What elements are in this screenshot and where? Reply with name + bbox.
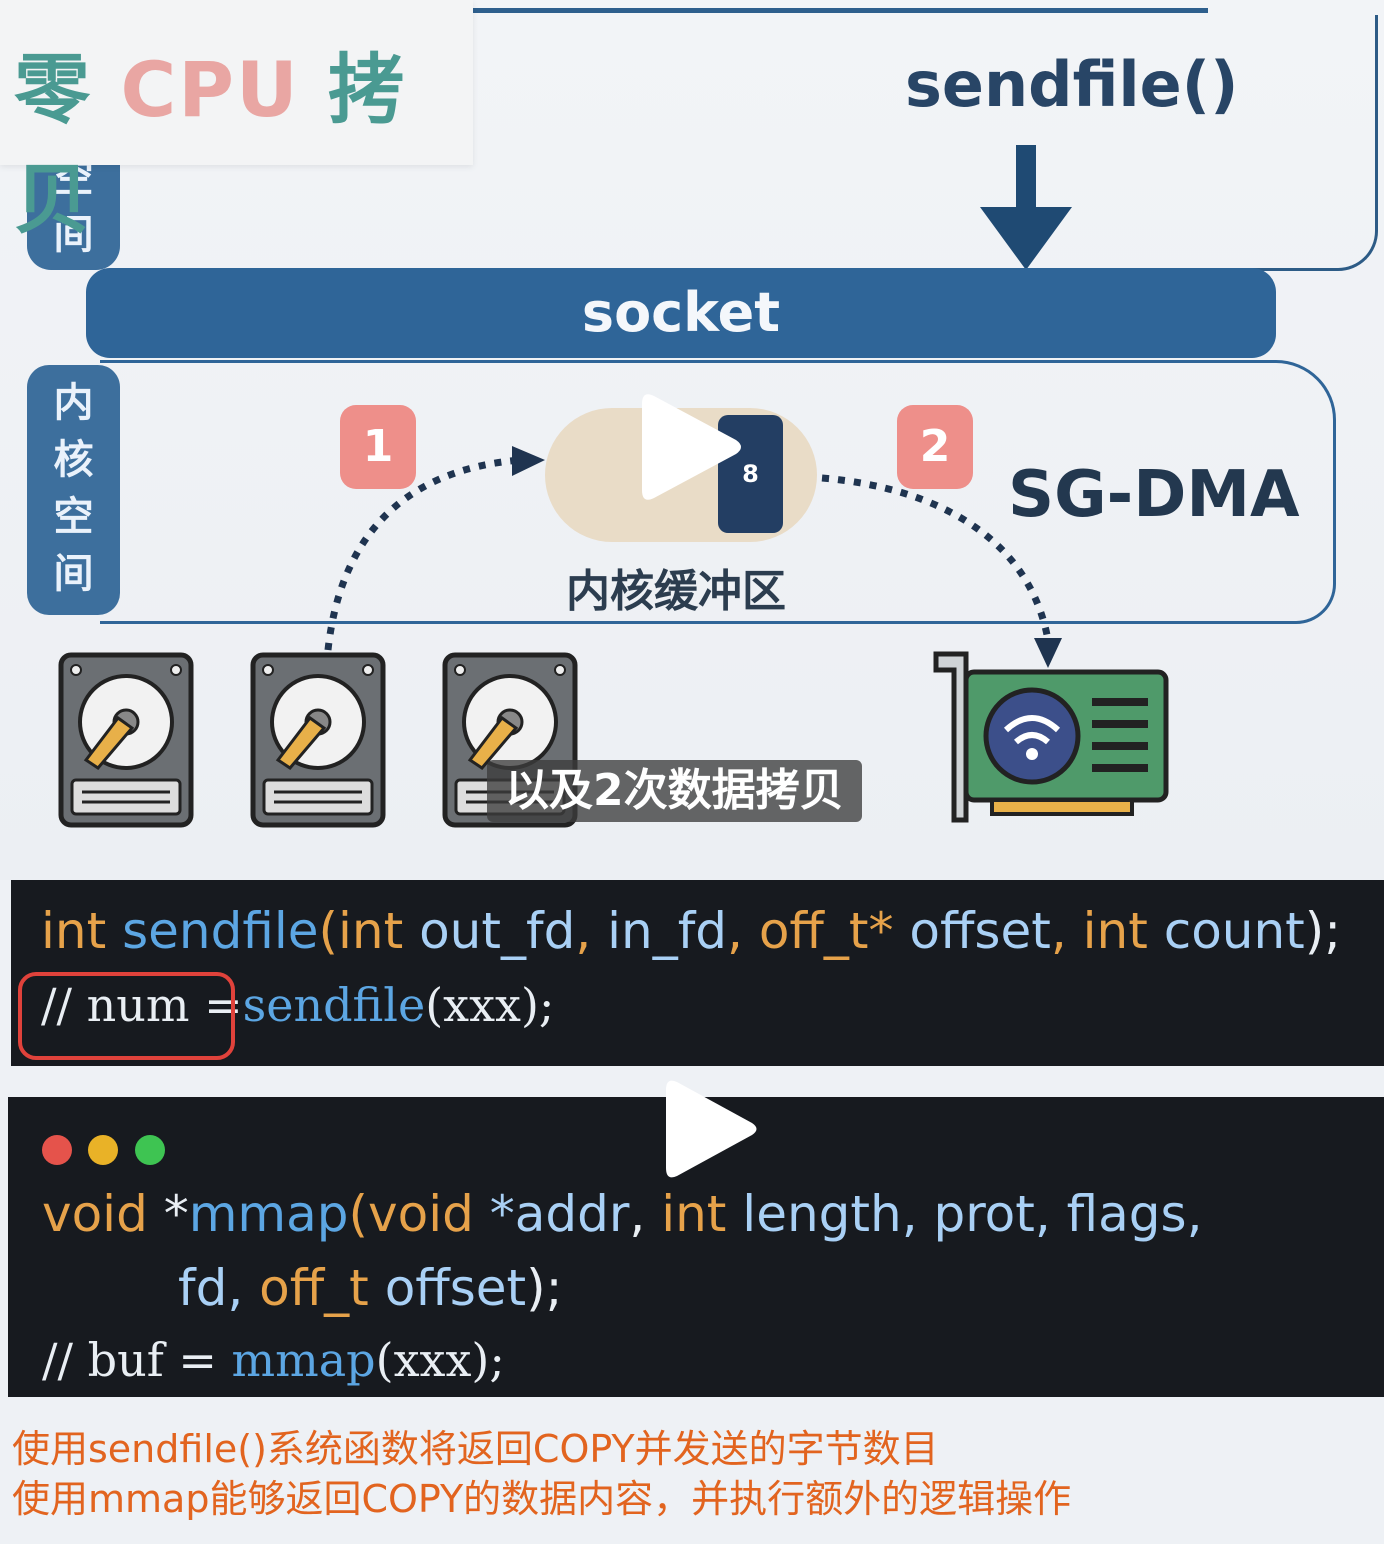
code-token: mmap — [231, 1333, 376, 1387]
code-token: offset — [368, 1259, 527, 1317]
step-1-badge: 1 — [340, 405, 416, 489]
kernel-space-char: 内 — [53, 380, 94, 426]
code-token: ( — [348, 1185, 369, 1243]
code-token: int — [338, 902, 404, 960]
sendfile-code-block: int sendfile(int out_fd, in_fd, off_t* o… — [11, 880, 1384, 1066]
code-token: count — [1147, 902, 1305, 960]
code-token: off_t* — [758, 902, 894, 960]
user-space-top-border — [473, 8, 1208, 13]
mmap-signature-line-1: void *mmap(void *addr, int length, prot,… — [42, 1185, 1202, 1243]
code-token: int — [41, 902, 107, 960]
code-token: fd, — [178, 1259, 260, 1317]
data-flow-arrows — [324, 446, 1062, 668]
sg-dma-label: SG-DMA — [1008, 458, 1300, 532]
code-token: ); — [1304, 902, 1342, 960]
mmap-code-block: void *mmap(void *addr, int length, prot,… — [8, 1080, 1384, 1397]
code-token: sendfile — [242, 978, 426, 1032]
network-card-icon — [933, 651, 1169, 823]
sendfile-call-label: sendfile() — [905, 48, 1239, 121]
explanation-note: 使用sendfile()系统函数将返回COPY并发送的字节数目 — [12, 1427, 939, 1471]
zero-copy-diagram: sendfile() 空 间 socket 内 核 空 间 SG-DMA 1 2… — [0, 0, 1384, 880]
kernel-buffer-label: 内核缓冲区 — [566, 566, 786, 617]
play-icon[interactable] — [664, 1075, 760, 1183]
code-token: ( — [318, 902, 338, 960]
code-token: off_t — [259, 1259, 369, 1317]
code-token: (xxx); — [375, 1333, 505, 1387]
hard-disk-icon — [250, 652, 386, 828]
code-token: *addr — [473, 1185, 630, 1243]
title-part-zero: 零 — [14, 45, 92, 134]
code-token: * — [147, 1185, 189, 1243]
code-token: in_fd — [607, 902, 728, 960]
step-2-badge: 2 — [897, 405, 973, 489]
title-card: 零 CPU 拷贝 — [0, 0, 473, 244]
code-token: , prot, flags, — [901, 1185, 1203, 1243]
title-part-cpu: CPU — [120, 45, 300, 134]
kernel-space-label: 内 核 空 间 — [27, 365, 120, 615]
code-token: , — [727, 902, 759, 960]
code-token: offset — [893, 902, 1051, 960]
code-token: , — [629, 1185, 662, 1243]
code-token: out_fd — [403, 902, 576, 960]
socket-bar: socket — [86, 268, 1276, 358]
highlight-circle — [18, 972, 235, 1060]
explanation-note: 使用mmap能够返回COPY的数据内容，并执行额外的逻辑操作 — [12, 1477, 1072, 1521]
code-token: sendfile — [122, 902, 319, 960]
mmap-signature-line-2: fd, off_t offset); — [178, 1259, 563, 1317]
kernel-space-box — [100, 360, 1336, 624]
mmap-usage: // buf = mmap(xxx); — [42, 1333, 505, 1387]
yellow-dot-icon — [88, 1135, 118, 1165]
code-token: mmap — [188, 1185, 349, 1243]
code-token: ); — [526, 1259, 563, 1317]
code-token: int — [661, 1185, 727, 1243]
sendfile-usage: // num =sendfile(xxx); — [41, 978, 554, 1032]
code-token: (xxx); — [425, 978, 555, 1032]
sendfile-signature: int sendfile(int out_fd, in_fd, off_t* o… — [41, 902, 1341, 960]
code-comment: // buf = — [42, 1333, 217, 1387]
hard-disk-icon — [58, 652, 194, 828]
code-comment: // num = — [41, 978, 243, 1032]
play-icon[interactable] — [640, 388, 744, 506]
green-dot-icon — [135, 1135, 165, 1165]
code-token: void — [368, 1185, 474, 1243]
kernel-space-char: 间 — [53, 551, 94, 597]
page-title: 零 CPU 拷贝 — [14, 28, 473, 248]
kernel-space-char: 核 — [53, 437, 94, 483]
kernel-space-char: 空 — [53, 494, 94, 540]
user-space-char: 间 — [53, 212, 94, 258]
code-token: int — [1082, 902, 1148, 960]
title-part-copy: 拷贝 — [14, 45, 407, 244]
code-token: , — [575, 902, 608, 960]
code-token: length — [726, 1185, 902, 1243]
code-token: , — [1050, 902, 1083, 960]
subtitle-caption: 以及2次数据拷贝 — [487, 760, 862, 822]
red-dot-icon — [42, 1135, 72, 1165]
code-token: void — [42, 1185, 148, 1243]
buffer-slot: 8 — [718, 415, 783, 533]
arrow-down-icon — [980, 145, 1072, 270]
